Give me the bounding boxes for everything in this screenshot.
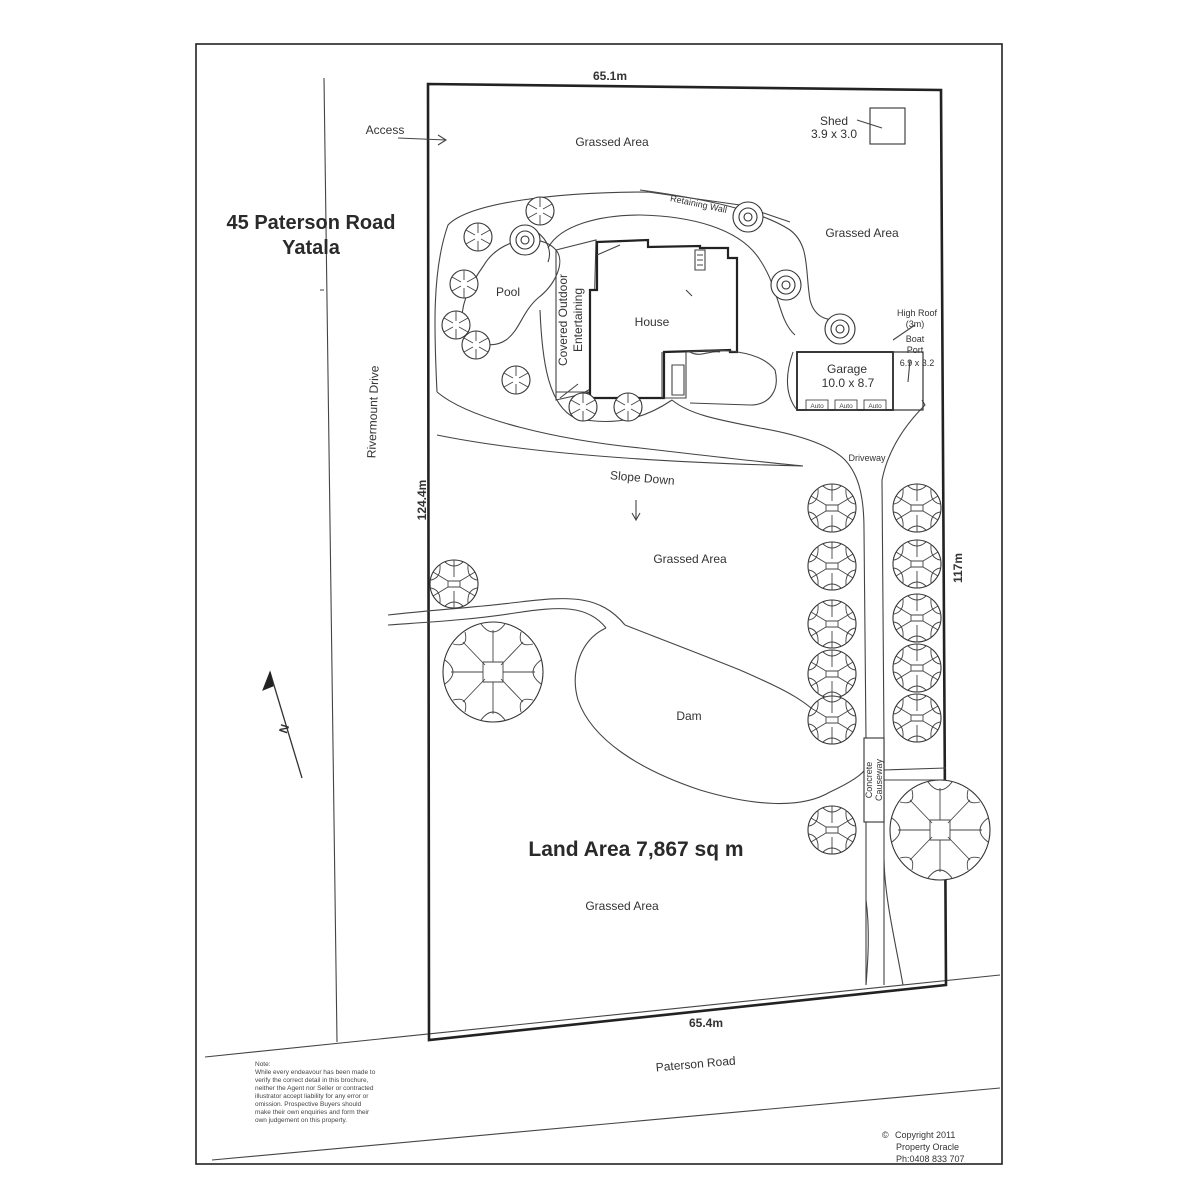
dimension-top: 65.1m: [593, 69, 627, 83]
dimension-bottom: 65.4m: [689, 1016, 723, 1030]
grassed-area-top: Grassed Area: [575, 135, 649, 149]
property-boundary: [426, 82, 948, 1042]
grassed-area-middle: Grassed Area: [653, 552, 727, 566]
slope-arrow: [631, 500, 641, 522]
disclaimer-note: Note: While every endeavour has been mad…: [255, 1061, 376, 1124]
shed-size: 3.9 x 3.0: [811, 127, 857, 141]
svg-text:Copyright 2011: Copyright 2011: [895, 1130, 955, 1140]
svg-text:make their own enquiries and f: make their own enquiries and form their: [255, 1109, 370, 1116]
svg-text:omission. Prospective Buyers s: omission. Prospective Buyers should: [255, 1101, 362, 1108]
north-arrow: [269, 671, 303, 779]
paterson-road-edge-lower: [211, 1087, 1001, 1161]
address-line2: Yatala: [282, 237, 341, 259]
access-arrow: [397, 134, 448, 146]
boat-port-line2: Port: [907, 345, 924, 355]
north-label: N: [276, 722, 292, 735]
boat-port-size: 6.9 x 3.2: [900, 358, 935, 368]
paterson-road-label: Paterson Road: [655, 1054, 736, 1075]
svg-text:Ph:0408 833 707: Ph:0408 833 707: [896, 1154, 965, 1164]
retaining-wall-label: Retaining Wall: [669, 193, 728, 215]
slope-line: [436, 434, 804, 467]
inner-path: [547, 214, 796, 336]
dimension-right: 117m: [951, 553, 965, 583]
high-roof-line2: (3m): [906, 319, 925, 329]
dam-outline: [574, 624, 867, 805]
boat-port-line1: Boat: [906, 334, 925, 344]
retaining-wall: [639, 189, 843, 321]
covered-label-line1: Covered Outdoor: [556, 274, 570, 366]
svg-text:verify the correct detail in t: verify the correct detail in this brochu…: [255, 1077, 369, 1084]
garage-door-1: Auto: [810, 403, 824, 410]
access-label: Access: [366, 123, 405, 137]
driveway-loop: [671, 399, 865, 531]
creek-line-upper: [387, 598, 626, 626]
svg-text:neither the Agent nor Seller o: neither the Agent nor Seller or contract…: [255, 1085, 374, 1092]
paterson-road-edge-upper: [204, 974, 1001, 1058]
concrete-causeway: [863, 737, 885, 823]
svg-text:While every endeavour has been: While every endeavour has been made to: [255, 1069, 376, 1076]
copyright-block: © Copyright 2011 Property Oracle Ph:0408…: [882, 1130, 965, 1164]
boat-port-outline: [892, 351, 924, 411]
garage-door-3: Auto: [868, 403, 882, 410]
svg-text:Property Oracle: Property Oracle: [896, 1142, 959, 1152]
garage-size: 10.0 x 8.7: [822, 376, 875, 390]
svg-text:Note:: Note:: [255, 1061, 271, 1068]
covered-label-line2: Entertaining: [571, 288, 585, 352]
grassed-area-right: Grassed Area: [825, 226, 899, 240]
causeway-line1: Concrete: [864, 762, 874, 799]
high-roof-line1: High Roof: [897, 308, 938, 318]
svg-text:©: ©: [882, 1130, 889, 1140]
garage-title: Garage: [827, 362, 867, 376]
shed-title: Shed: [820, 114, 848, 128]
slope-label: Slope Down: [610, 468, 676, 488]
house-label: House: [635, 315, 670, 329]
north-arrow-head: [262, 670, 274, 691]
grassed-area-bottom: Grassed Area: [585, 899, 659, 913]
shed-outline: [869, 107, 906, 145]
sheet-border: [195, 43, 1003, 1165]
garage-door-2: Auto: [839, 403, 853, 410]
driveway-right-edge: [881, 399, 926, 481]
dimension-left: 124.4m: [415, 480, 429, 521]
address-line1: 45 Paterson Road: [227, 212, 396, 234]
rivermount-drive-road: [320, 77, 338, 1043]
pool-label: Pool: [496, 285, 520, 299]
dam-label: Dam: [676, 709, 701, 723]
rivermount-drive-label: Rivermount Drive: [364, 365, 381, 458]
creek-line-lower: [387, 608, 607, 629]
lower-garden-edge: [436, 391, 804, 467]
svg-text:illustrator accept liability f: illustrator accept liability for any err…: [255, 1093, 369, 1100]
land-area-label: Land Area 7,867 sq m: [528, 838, 743, 861]
left-garden-bed: [434, 191, 791, 393]
garage-apron: [685, 349, 777, 406]
driveway-label: Driveway: [848, 453, 886, 463]
svg-text:own judgement on this property: own judgement on this property.: [255, 1117, 347, 1124]
causeway-line2: Causeway: [874, 758, 884, 801]
